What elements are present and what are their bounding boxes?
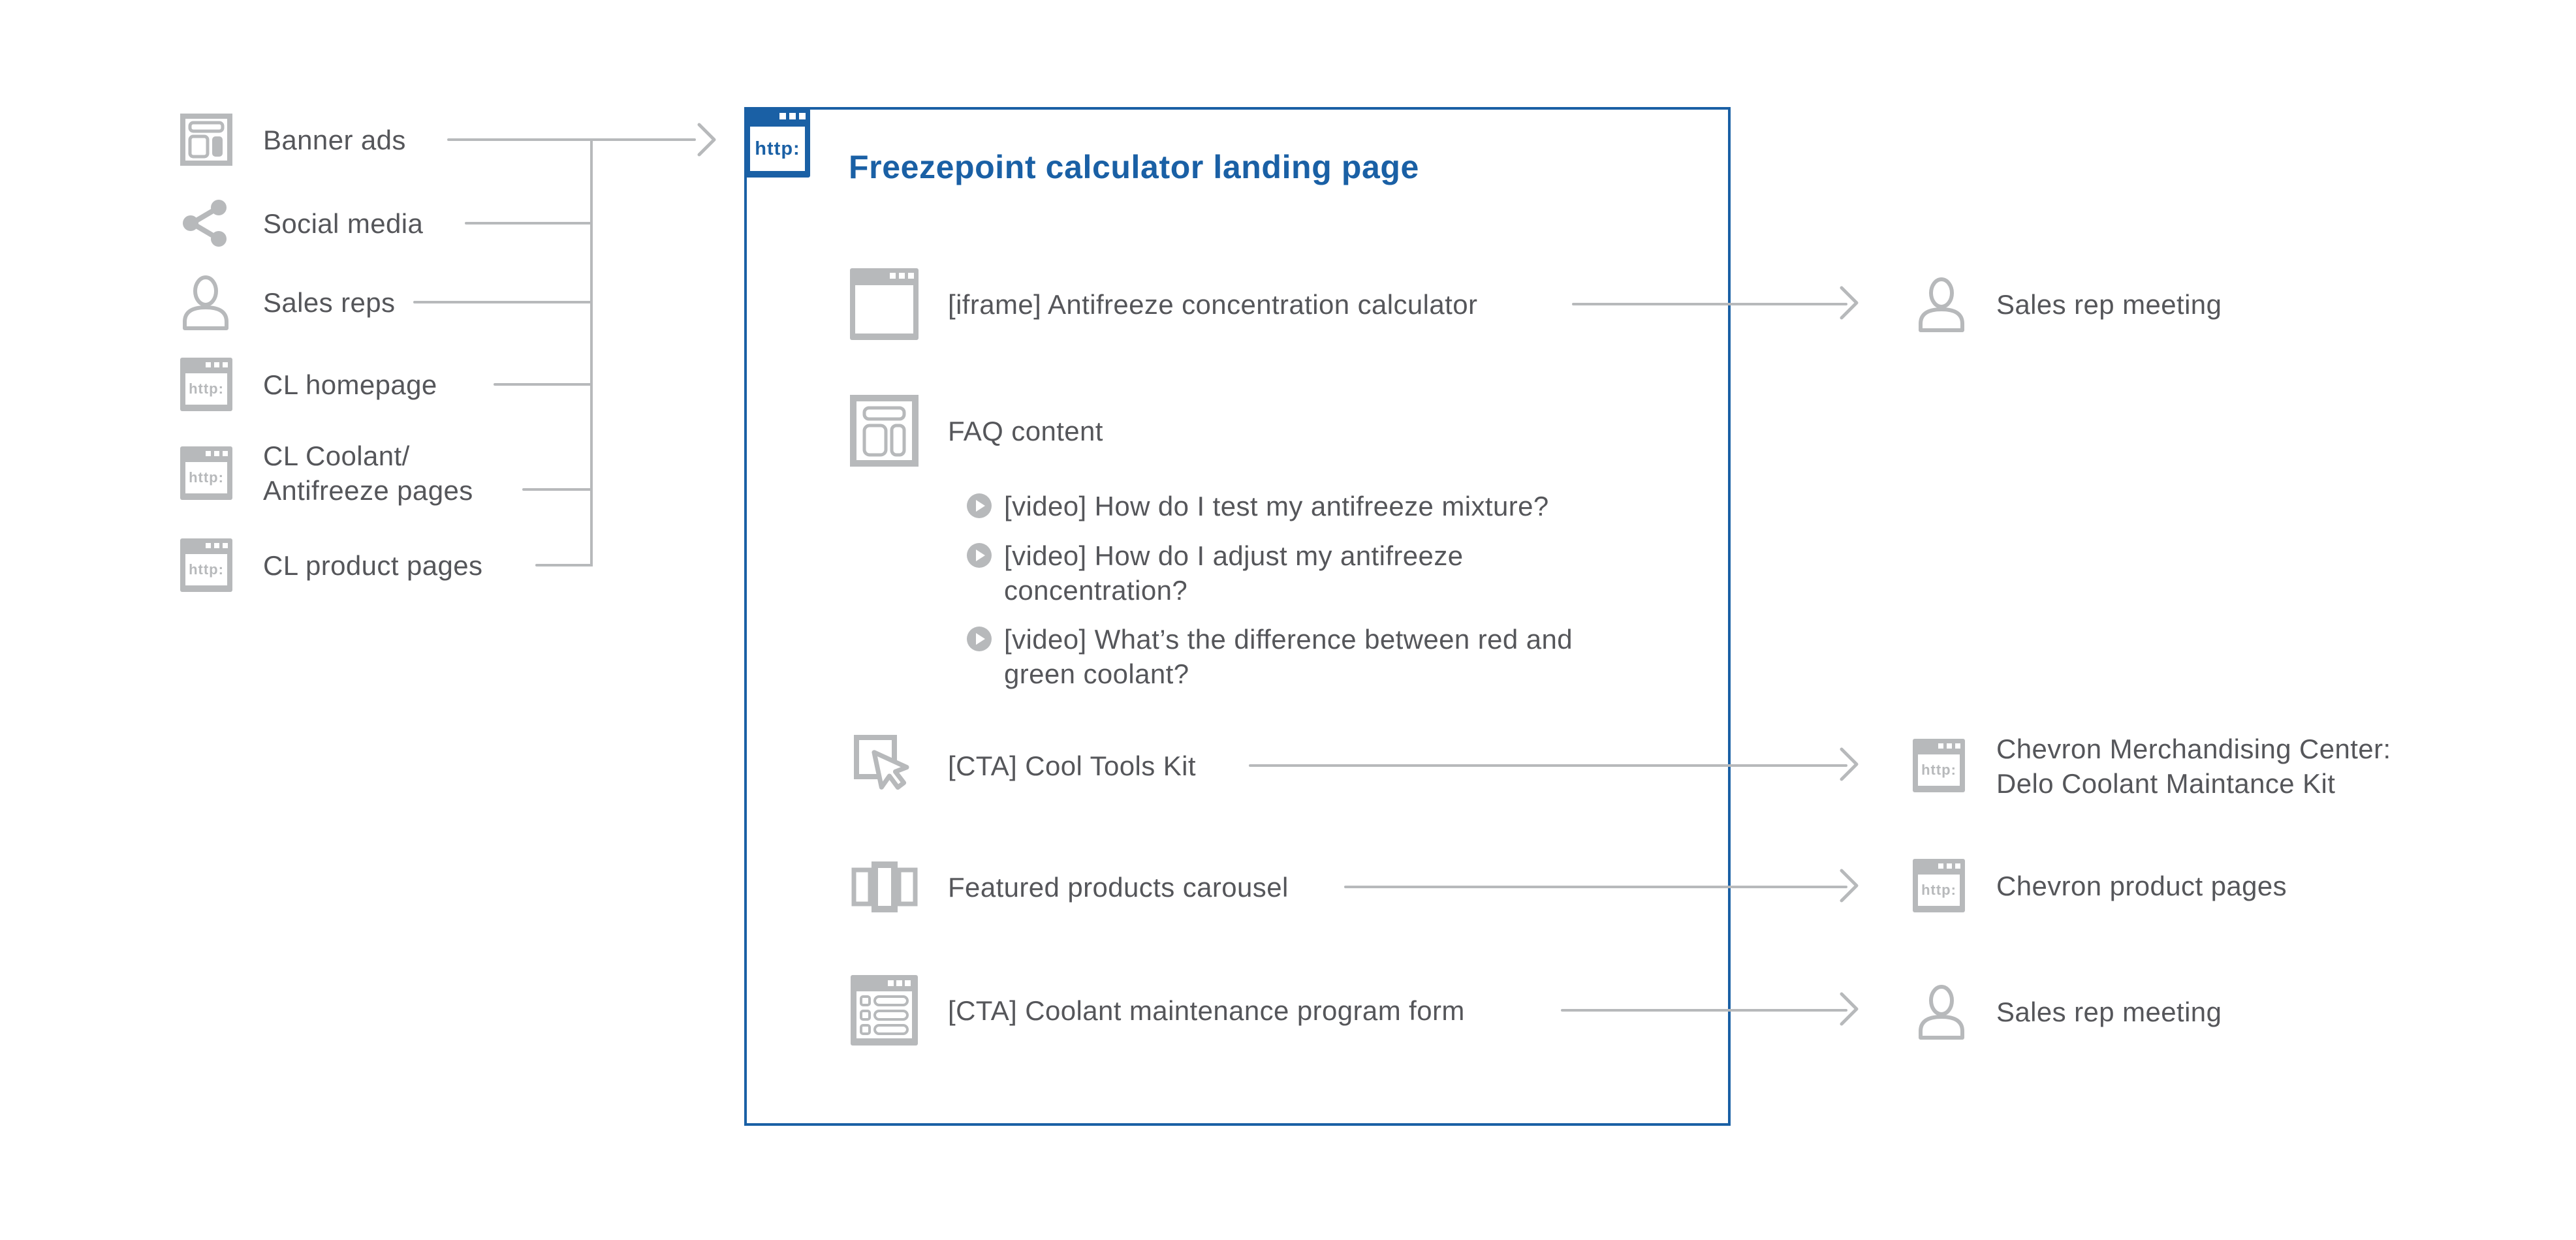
connector-line <box>447 138 696 141</box>
outcome-label: Chevron Merchandising Center: Delo Coola… <box>1996 734 2391 799</box>
arrow-line <box>1561 1009 1847 1012</box>
browser-icon: http: <box>180 446 232 500</box>
video-label: [video] How do I test my antifreeze mixt… <box>1004 491 1549 521</box>
connector-line <box>465 222 593 225</box>
feature-label: [CTA] Coolant maintenance program form <box>948 995 1465 1026</box>
outcome-label: Sales rep meeting <box>1996 997 2222 1027</box>
arrowhead-icon <box>1840 869 1859 903</box>
arrowhead-icon <box>1840 992 1859 1026</box>
arrow-line <box>1572 303 1847 305</box>
video-label: [video] How do I adjust my antifreeze co… <box>1004 540 1464 606</box>
browser-icon: http: <box>1913 859 1965 912</box>
page-title: Freezepoint calculator landing page <box>849 149 1419 185</box>
connector-line <box>590 138 593 566</box>
share-icon <box>181 198 230 251</box>
feature-label: [CTA] Cool Tools Kit <box>948 751 1196 781</box>
connector-line <box>522 488 593 491</box>
source-label: Banner ads <box>263 125 406 155</box>
code-window-icon <box>850 268 919 340</box>
form-window-icon <box>851 975 918 1049</box>
feature-label: [iframe] Antifreeze concentration calcul… <box>948 289 1478 320</box>
arrowhead-icon <box>1840 286 1859 320</box>
outcome-label: Sales rep meeting <box>1996 289 2222 320</box>
video-label: [video] What’s the difference between re… <box>1004 624 1573 689</box>
browser-icon: http: <box>180 358 232 411</box>
outcome-label: Chevron product pages <box>1996 871 2287 901</box>
arrowhead-icon <box>697 123 716 157</box>
browser-http-blue-icon: http: <box>745 108 810 178</box>
connector-line <box>413 301 593 303</box>
arrow-line <box>1249 764 1847 767</box>
source-label: Social media <box>263 208 424 239</box>
person-icon <box>178 273 233 334</box>
feature-label: FAQ content <box>948 416 1103 446</box>
source-label: Sales reps <box>263 287 396 318</box>
feature-label: Featured products carousel <box>948 872 1289 903</box>
connector-line <box>494 383 593 386</box>
source-label: CL product pages <box>263 550 483 581</box>
person-icon <box>1914 275 1969 336</box>
carousel-icon <box>851 861 919 916</box>
layout-window-icon <box>850 395 919 470</box>
play-icon <box>966 542 992 572</box>
arrow-line <box>1344 886 1847 888</box>
landing-page-box <box>744 107 1731 1126</box>
arrowhead-icon <box>1840 747 1859 781</box>
banner-ad-icon <box>180 114 232 169</box>
cursor-click-icon <box>853 732 918 809</box>
browser-icon: http: <box>1913 739 1965 792</box>
play-icon <box>966 626 992 655</box>
source-label: CL Coolant/ Antifreeze pages <box>263 441 473 506</box>
person-icon <box>1914 983 1969 1044</box>
source-label: CL homepage <box>263 369 437 400</box>
connector-line <box>535 564 593 566</box>
play-icon <box>966 493 992 522</box>
browser-icon: http: <box>180 538 232 592</box>
